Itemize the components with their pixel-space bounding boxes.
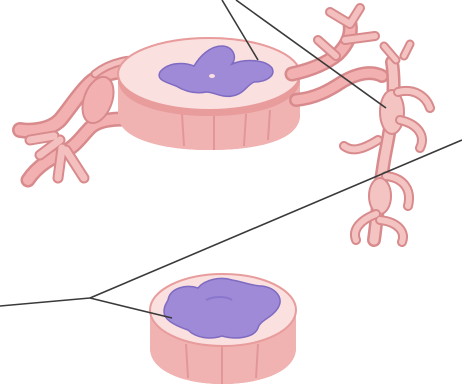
- leader-line-left-edge: [0, 298, 90, 306]
- leader-line-right-edge: [90, 140, 462, 298]
- right-nerve-roots: [292, 8, 430, 242]
- lower-spinal-cord-cross-section: [150, 274, 296, 384]
- upper-cord-body: [118, 38, 300, 150]
- upper-spinal-cord-segment: [20, 8, 430, 242]
